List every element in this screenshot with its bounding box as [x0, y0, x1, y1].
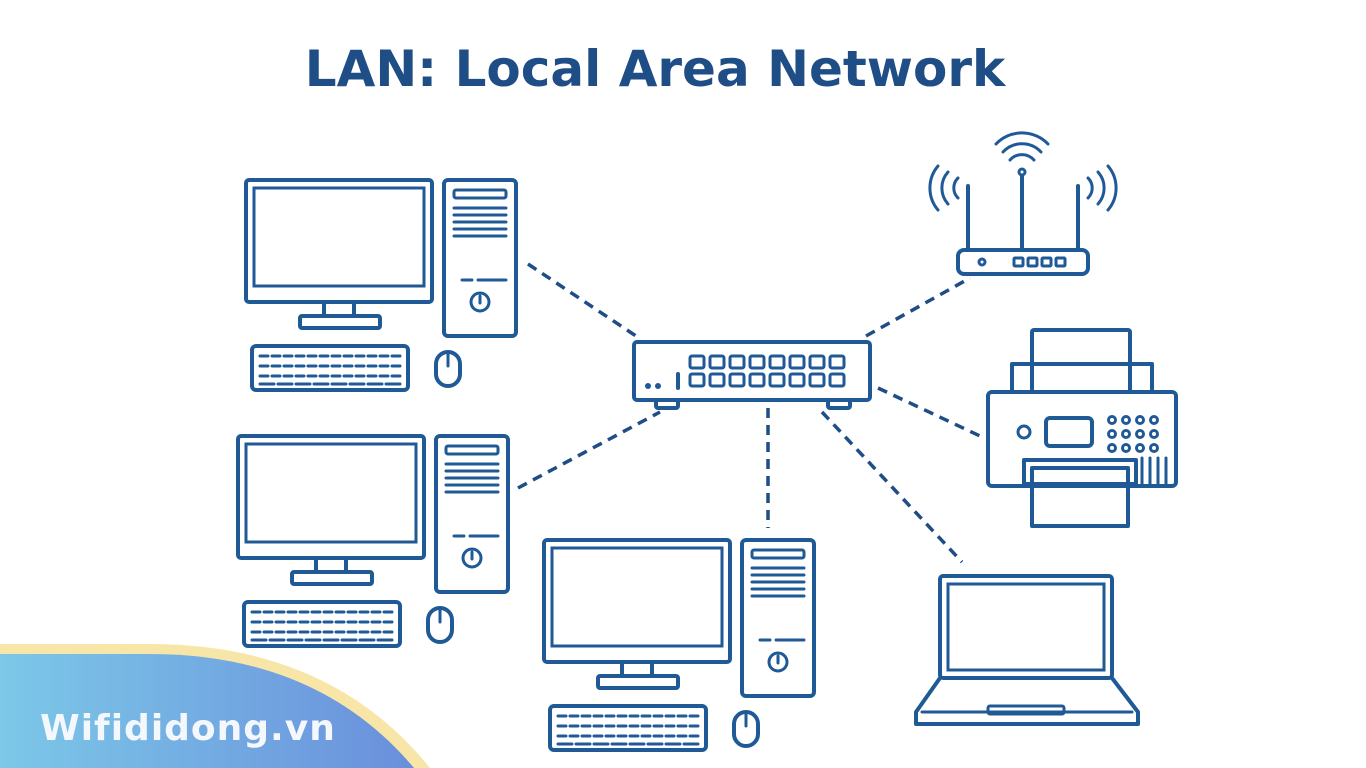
diagram-title: LAN: Local Area Network — [304, 40, 1006, 98]
laptop-icon — [914, 574, 1140, 726]
wifi-router-icon — [928, 131, 1118, 276]
link-desktop-1 — [527, 262, 637, 338]
link-router — [865, 276, 971, 338]
link-laptop — [820, 410, 964, 564]
watermark-text: Wifididong.vn — [40, 708, 336, 749]
connection-lines — [517, 262, 981, 564]
link-desktop-2 — [517, 410, 661, 490]
network-switch-icon — [632, 340, 872, 410]
printer-icon — [986, 328, 1178, 528]
link-printer — [877, 386, 981, 438]
